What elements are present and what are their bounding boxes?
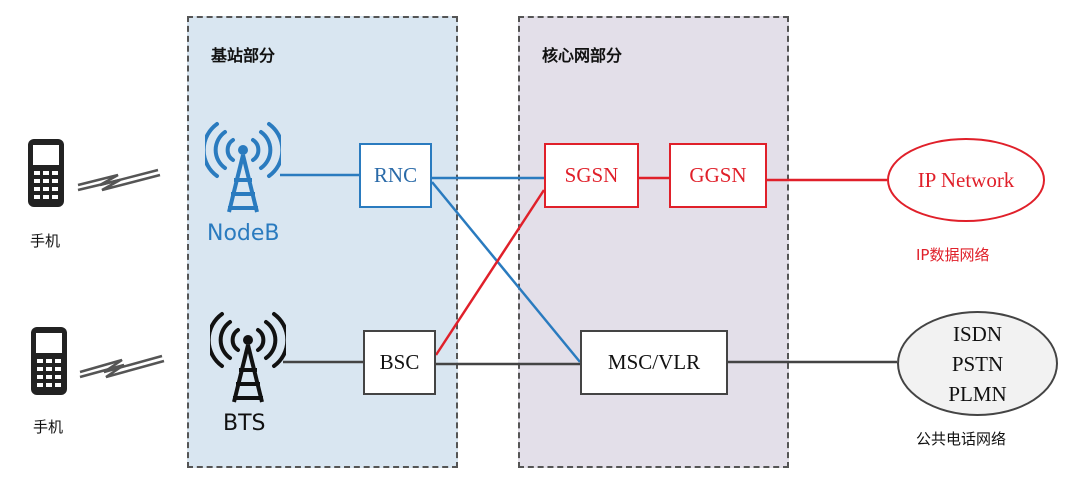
bts-tower-icon [206,310,290,411]
base-station-region: 基站部分 [187,16,458,468]
pstn-ellipse: ISDN PSTN PLMN [897,311,1058,416]
ip-network-caption: IP数据网络 [916,246,990,264]
ip-network-label: IP Network [917,167,1015,192]
bsc-node: BSC [363,330,436,395]
ggsn-node: GGSN [669,143,767,208]
bts-label: BTS [223,411,266,436]
mobile-phone-icon [29,325,69,402]
pstn-line-isdn: ISDN [952,321,1002,346]
phone-bottom-label: 手机 [33,418,64,436]
nodeb-tower-icon [201,120,285,221]
rnc-node: RNC [359,143,432,208]
ip-network-ellipse: IP Network [887,138,1045,222]
pstn-caption: 公共电话网络 [916,430,1007,448]
radio-link-icon-bottom [79,354,163,374]
msc-vlr-node: MSC/VLR [580,330,728,395]
base-station-region-title: 基站部分 [211,46,276,65]
radio-link-icon-top [77,168,159,187]
core-network-region-title: 核心网部分 [542,46,623,65]
mobile-phone-icon [26,137,66,214]
radio-link-icon-bottom-2 [79,359,165,379]
sgsn-node: SGSN [544,143,639,208]
link-rnc-msc [431,181,581,363]
pstn-line-plmn: PLMN [948,381,1007,406]
pstn-line-pstn: PSTN [951,351,1004,376]
radio-link-icon-top-2 [77,173,161,192]
phone-top-label: 手机 [30,232,61,250]
nodeb-label: NodeB [207,221,280,246]
link-bsc-sgsn [434,189,546,356]
